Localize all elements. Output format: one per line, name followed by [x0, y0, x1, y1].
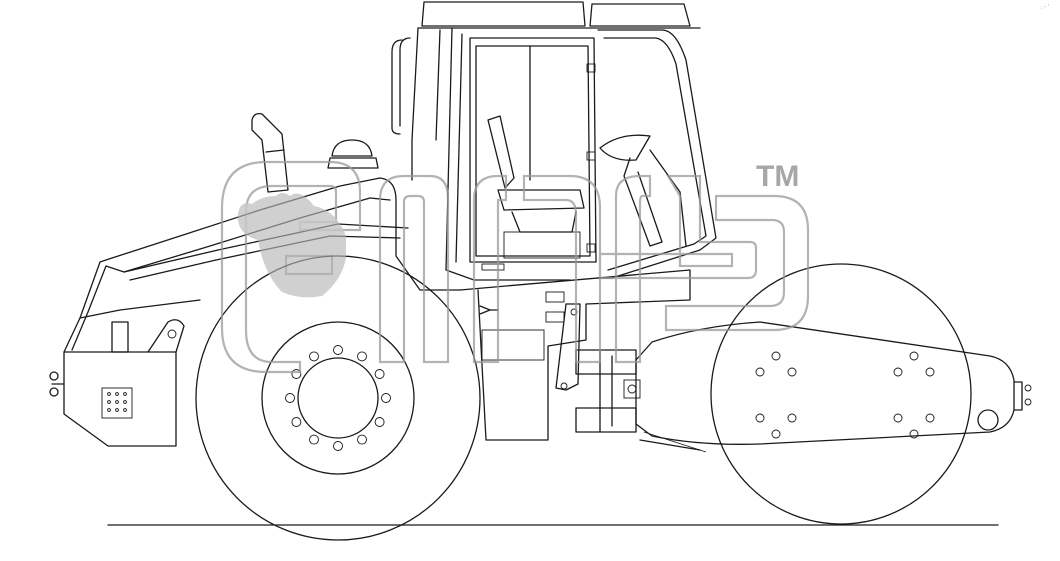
wheel-lug	[333, 345, 343, 355]
operator-cab	[391, 1, 717, 281]
wheel-lug	[285, 393, 295, 403]
main-frame	[459, 269, 701, 451]
watermark-glyph-2	[378, 174, 450, 364]
wheel-lug	[291, 417, 302, 427]
rear-tire	[195, 255, 481, 541]
wheel-lug	[291, 369, 302, 379]
wheel-lug	[374, 369, 385, 379]
watermark-logo-icon: TM	[220, 160, 810, 374]
corner-mark: · · ·	[1039, 2, 1051, 12]
watermark-glyph-4	[614, 174, 652, 364]
wheel-lug	[309, 351, 319, 362]
wheel-lug	[357, 434, 367, 445]
engine-hood	[49, 112, 461, 447]
wheel-lug	[357, 351, 367, 362]
wheel-lug	[374, 417, 385, 427]
watermark-blob	[237, 193, 346, 298]
front-drum	[635, 263, 1032, 525]
wheel-lug	[333, 441, 343, 451]
wheel-lug	[309, 434, 319, 445]
trademark-mark: TM	[756, 160, 799, 193]
wheel-lug	[381, 393, 391, 403]
watermark-glyph-3	[472, 174, 508, 364]
